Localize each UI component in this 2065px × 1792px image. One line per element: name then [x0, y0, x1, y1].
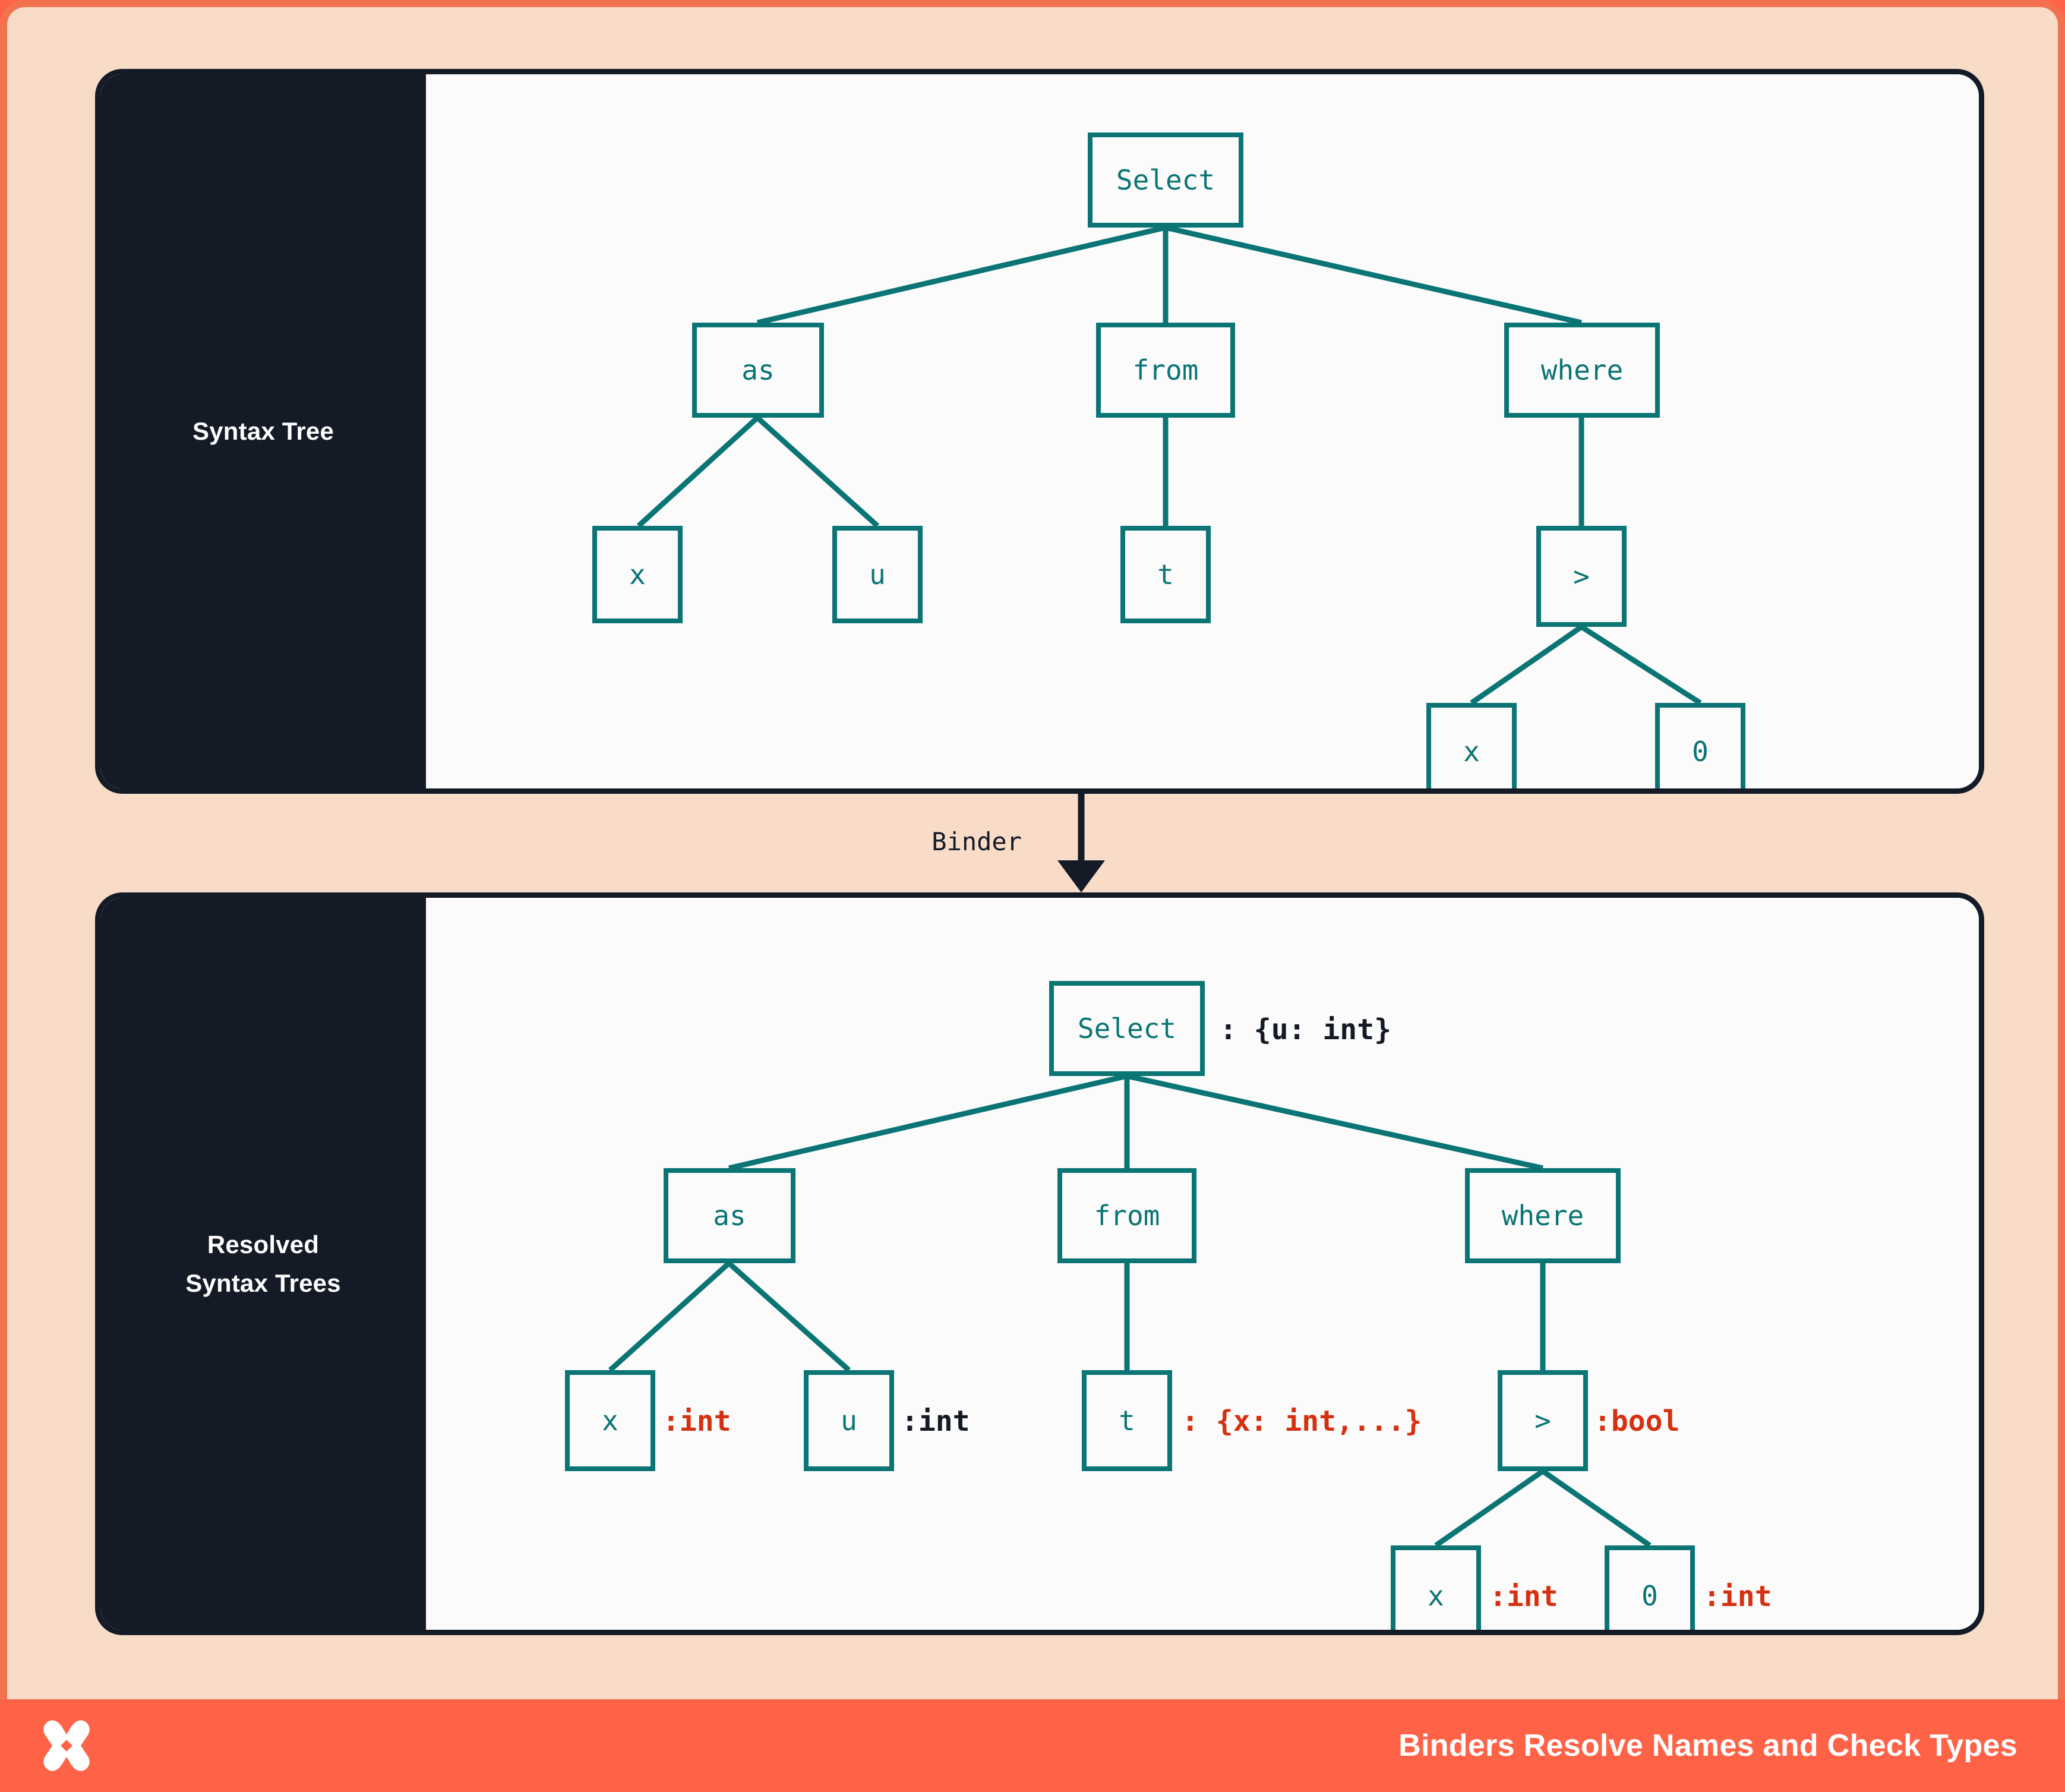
panel-resolved-label-line2: Syntax Trees [185, 1269, 341, 1297]
panel-resolved-syntax-trees: Resolved Syntax Trees [95, 892, 1984, 1635]
node-as-u-label: u [869, 559, 886, 591]
resolved-node-from-t-label: t [1119, 1405, 1135, 1437]
node-as-u[interactable]: u [832, 526, 923, 623]
resolved-node-as-x[interactable]: x [565, 1370, 655, 1471]
resolved-node-from-t-annotation: : {x: int,...} [1182, 1405, 1422, 1438]
resolved-node-gt-x[interactable]: x [1391, 1545, 1481, 1630]
resolved-node-gt-zero-label: 0 [1641, 1580, 1658, 1612]
resolved-node-select[interactable]: Select [1049, 981, 1205, 1076]
slide-canvas: Syntax Tree [0, 0, 2065, 1699]
resolved-node-gt-zero[interactable]: 0 [1605, 1545, 1695, 1630]
resolved-node-select-label: Select [1077, 1012, 1177, 1045]
resolved-node-from-label: from [1094, 1200, 1160, 1232]
node-greater-than[interactable]: > [1536, 526, 1627, 627]
resolved-tree-edges [608, 1073, 1652, 1548]
node-as-x[interactable]: x [592, 526, 683, 623]
binder-label: Binder [932, 827, 1022, 856]
resolved-node-gt-x-annotation: :int [1489, 1580, 1558, 1613]
x-logo-icon [43, 1720, 90, 1771]
node-where-label: where [1540, 354, 1624, 386]
node-gt-zero-label: 0 [1692, 736, 1709, 768]
panel-resolved-sidebar: Resolved Syntax Trees [100, 898, 426, 1630]
panel-syntax-tree-body: Select as from where x u [426, 74, 1979, 788]
resolved-node-as-u-annotation: :int [901, 1405, 970, 1438]
binder-arrow-icon [1057, 794, 1105, 892]
panel-syntax-tree-label: Syntax Tree [192, 417, 334, 446]
panel-syntax-tree-sidebar: Syntax Tree [100, 74, 426, 788]
panel-resolved-body: Select : {u: int} as from where x [426, 898, 1979, 1630]
node-as-label: as [741, 354, 775, 386]
node-from-label: from [1132, 354, 1199, 386]
node-select-label: Select [1116, 164, 1215, 196]
syntax-tree-edges [636, 225, 1702, 705]
node-where[interactable]: where [1504, 323, 1660, 418]
node-gt-x[interactable]: x [1426, 703, 1517, 788]
resolved-node-as-u[interactable]: u [804, 1370, 894, 1471]
resolved-node-greater-than-annotation: :bool [1594, 1405, 1680, 1438]
resolved-node-as-u-label: u [841, 1405, 857, 1437]
panel-resolved-label-line1: Resolved [207, 1230, 320, 1258]
footer-bar: Binders Resolve Names and Check Types [0, 1699, 2065, 1792]
node-gt-zero[interactable]: 0 [1655, 703, 1745, 788]
resolved-node-as[interactable]: as [664, 1168, 795, 1263]
resolved-node-where[interactable]: where [1465, 1168, 1621, 1263]
node-as[interactable]: as [692, 323, 824, 418]
resolved-node-gt-zero-annotation: :int [1703, 1580, 1772, 1613]
panel-syntax-tree: Syntax Tree [95, 69, 1984, 794]
resolved-node-greater-than-label: > [1534, 1405, 1551, 1437]
panel-resolved-label: Resolved Syntax Trees [185, 1225, 341, 1302]
resolved-node-where-label: where [1501, 1200, 1584, 1232]
resolved-node-as-x-annotation: :int [662, 1405, 731, 1438]
resolved-node-select-annotation: : {u: int} [1220, 1013, 1391, 1046]
syntax-tree: Select as from where x u [426, 74, 1979, 788]
resolved-node-greater-than[interactable]: > [1498, 1370, 1588, 1471]
node-greater-than-label: > [1573, 560, 1590, 592]
node-as-x-label: x [629, 559, 646, 591]
node-from-t-label: t [1157, 559, 1174, 591]
resolved-node-gt-x-label: x [1428, 1580, 1444, 1612]
binder-transition: Binder [95, 794, 1984, 892]
resolved-node-as-label: as [713, 1200, 746, 1232]
resolved-syntax-tree: Select : {u: int} as from where x [426, 898, 1979, 1630]
node-from[interactable]: from [1096, 323, 1235, 418]
node-select[interactable]: Select [1088, 132, 1243, 228]
node-from-t[interactable]: t [1120, 526, 1211, 623]
resolved-node-from-t[interactable]: t [1082, 1370, 1172, 1471]
node-gt-x-label: x [1463, 736, 1480, 768]
resolved-node-from[interactable]: from [1057, 1168, 1196, 1263]
footer-caption: Binders Resolve Names and Check Types [1398, 1728, 2017, 1763]
resolved-node-as-x-label: x [602, 1405, 618, 1437]
